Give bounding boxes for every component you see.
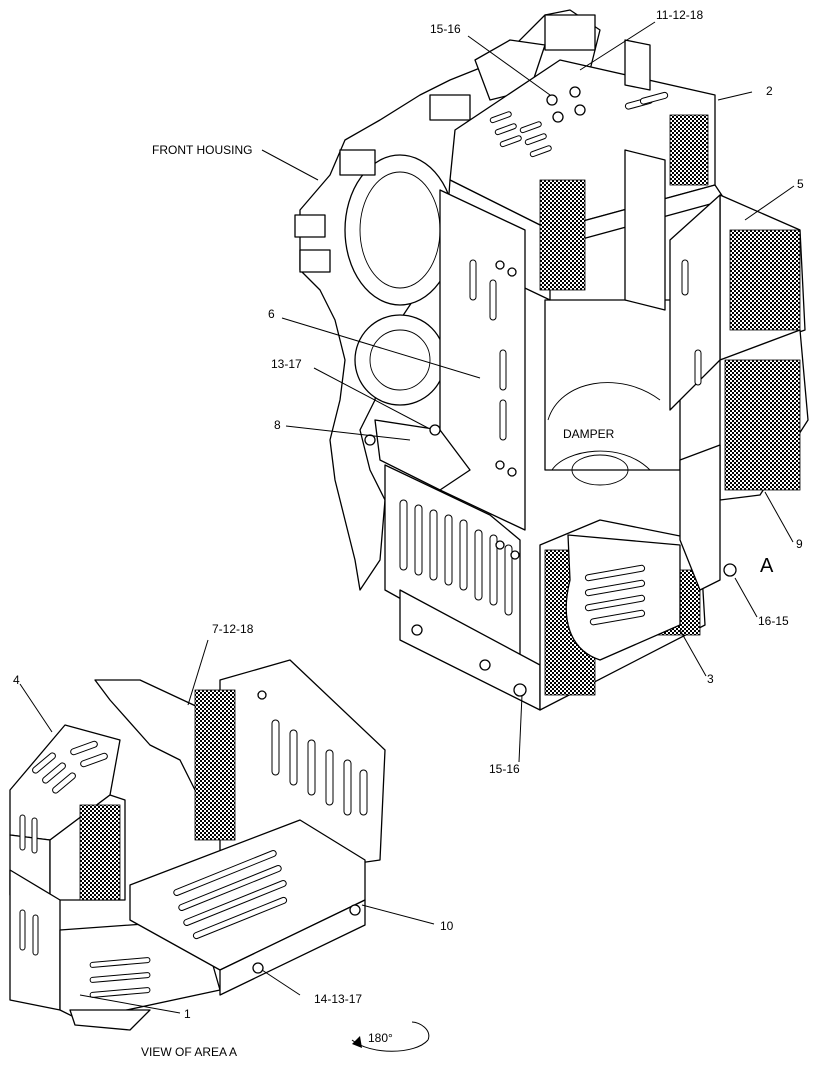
slots-part-2: [489, 91, 669, 158]
callout-labels: 15-16 11-12-18 2 5 FRONT HOUSING 6 13-17…: [13, 8, 804, 1059]
callout-5: 5: [797, 177, 804, 191]
rotation-label: 180°: [368, 1031, 393, 1045]
callout-15-16-bottom: 15-16: [489, 762, 520, 776]
callout-1: 1: [184, 1007, 191, 1021]
rotation-arrow-icon: [351, 1021, 430, 1052]
lower-front-panel: [384, 464, 521, 666]
callout-4: 4: [13, 673, 20, 687]
callout-11-12-18: 11-12-18: [656, 8, 703, 22]
damper-shape: [544, 299, 681, 486]
cover-part-5: [624, 149, 806, 411]
callout-13-17: 13-17: [271, 357, 302, 371]
callout-2: 2: [766, 84, 773, 98]
view-of-area-a-caption: VIEW OF AREA A: [141, 1045, 237, 1059]
area-a-inset-view: [9, 659, 386, 1031]
front-housing-label: FRONT HOUSING: [152, 143, 252, 157]
callout-16-15: 16-15: [758, 614, 789, 628]
callout-3: 3: [707, 672, 714, 686]
damper-label: DAMPER: [563, 427, 615, 441]
mesh-part-9: [719, 329, 809, 501]
callout-7-12-18: 7-12-18: [212, 622, 254, 636]
bracket-part-8: [364, 419, 471, 491]
callout-14-13-17: 14-13-17: [314, 992, 362, 1006]
callout-15-16-top: 15-16: [430, 22, 461, 36]
plate-part-6: [439, 189, 526, 531]
leader-lines: [19, 21, 795, 1014]
area-letter-a: A: [760, 555, 774, 577]
callout-8: 8: [274, 418, 281, 432]
callout-9: 9: [796, 537, 803, 551]
callout-10: 10: [440, 919, 454, 933]
callout-6: 6: [268, 307, 275, 321]
guard-part-3: [399, 444, 737, 711]
